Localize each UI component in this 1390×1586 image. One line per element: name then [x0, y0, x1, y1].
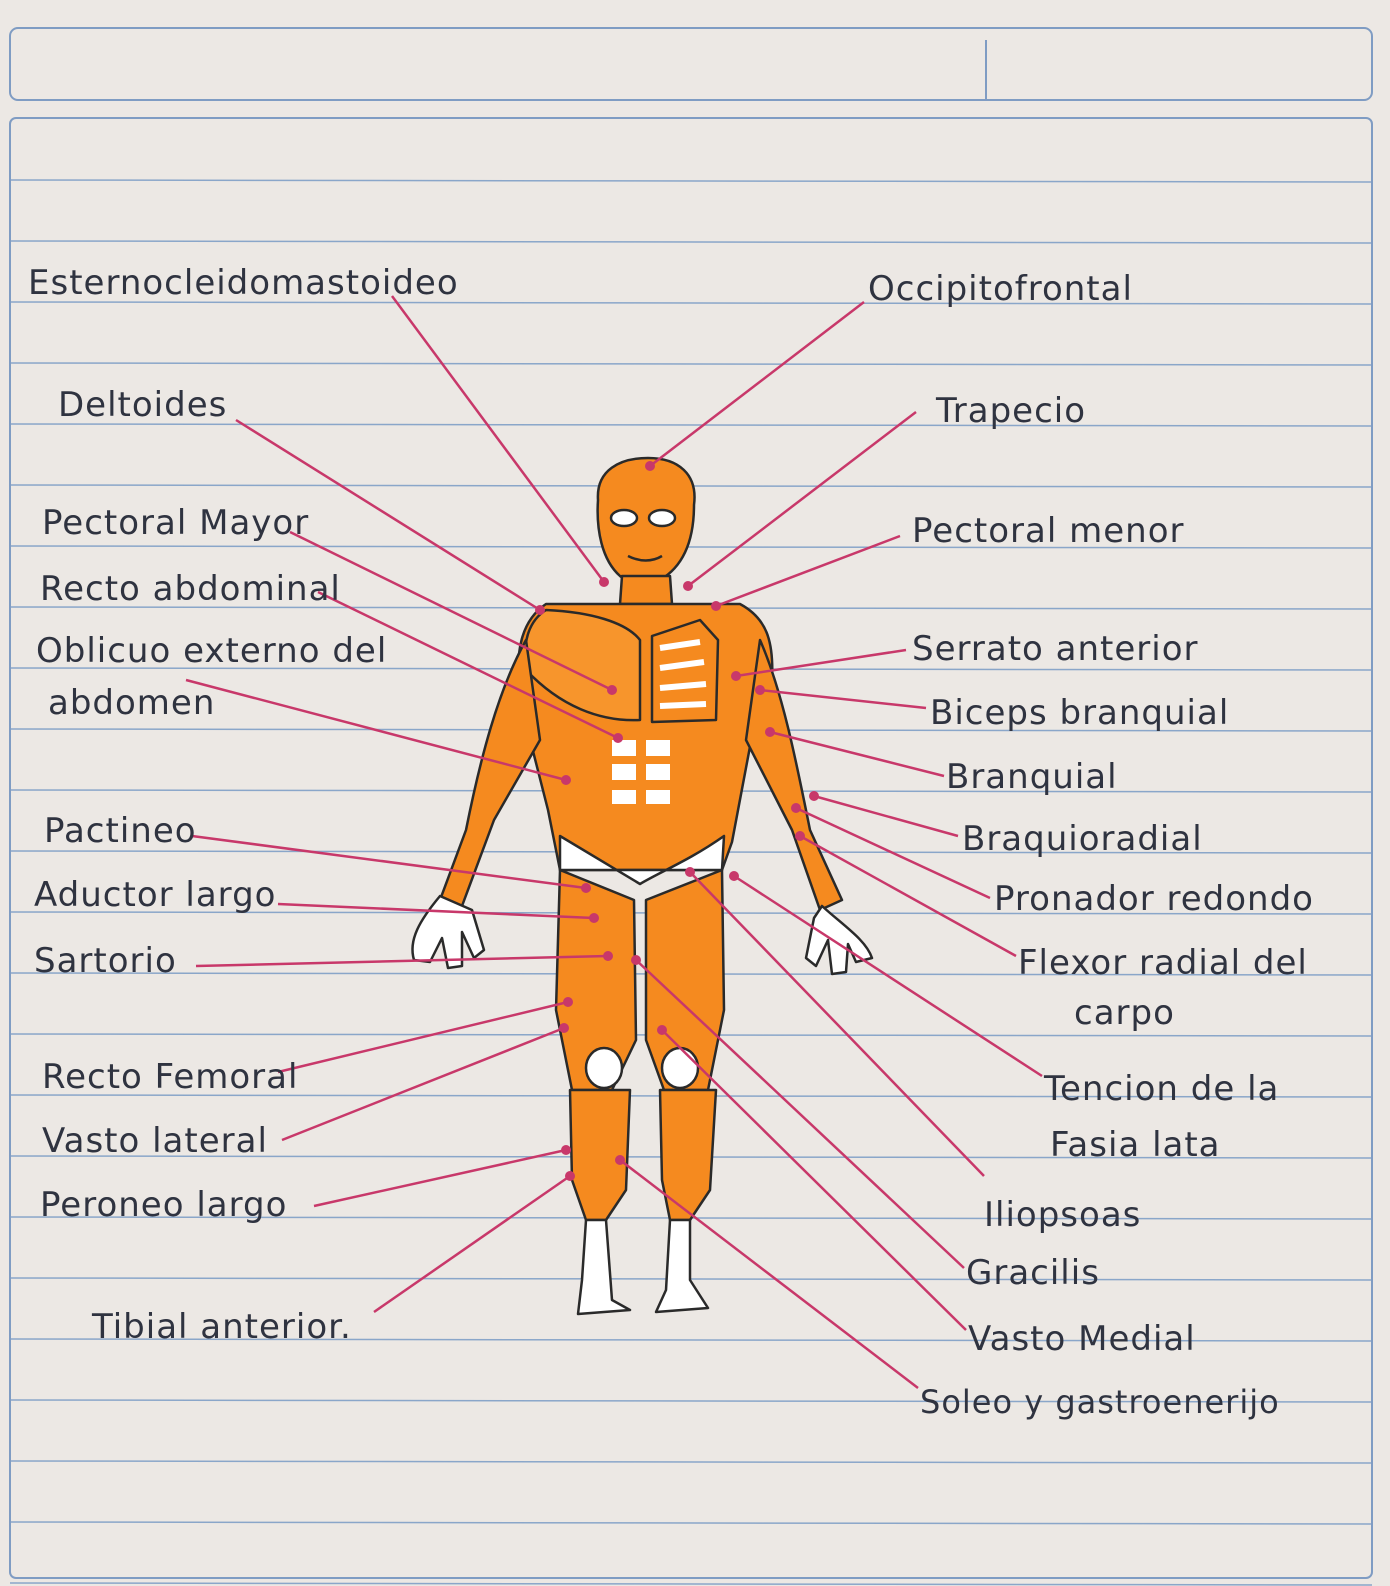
muscle-figure [412, 458, 872, 1314]
label-deltoides: Deltoides [58, 388, 227, 422]
label-soleo-gastrocnemio: Soleo y gastroenerijo [920, 1386, 1280, 1418]
label-aductor-largo: Aductor largo [34, 878, 276, 912]
leader-arrowhead [589, 913, 599, 923]
label-esternocleidomastoideo: Esternocleidomastoideo [28, 266, 459, 300]
leader-line [688, 412, 916, 586]
label-pectoral-menor: Pectoral menor [912, 514, 1184, 548]
leader-arrowhead [581, 883, 591, 893]
rule-line [10, 1522, 1372, 1524]
label-iliopsoas: Iliopsoas [984, 1198, 1141, 1232]
leader-arrowhead [615, 1155, 625, 1165]
leader-line [760, 690, 926, 708]
leader-arrowhead [755, 685, 765, 695]
rule-line [10, 1583, 1372, 1585]
label-serrato-anterior: Serrato anterior [912, 632, 1198, 666]
left-eye [611, 510, 637, 526]
rule-line [10, 1461, 1372, 1463]
right-eye [649, 510, 675, 526]
leader-arrowhead [765, 727, 775, 737]
left-shin [570, 1090, 630, 1220]
leader-line [814, 796, 958, 836]
leader-line [278, 1002, 568, 1072]
label-vasto-medial: Vasto Medial [968, 1322, 1196, 1356]
right-arm [746, 640, 842, 910]
leader-line [314, 1150, 566, 1206]
leader-arrowhead [535, 605, 545, 615]
right-shin [660, 1090, 716, 1220]
label-tibial-anterior: Tibial anterior. [92, 1310, 352, 1344]
label-biceps-branquial: Biceps branquial [930, 696, 1229, 730]
left-knee [586, 1048, 622, 1088]
label-peroneo-largo: Peroneo largo [40, 1188, 287, 1222]
leader-arrowhead [711, 601, 721, 611]
leader-arrowhead [613, 733, 623, 743]
right-hand [806, 906, 872, 974]
leader-arrowhead [561, 1145, 571, 1155]
leader-line [620, 1160, 918, 1388]
leader-arrowhead [645, 461, 655, 471]
rule-line [10, 363, 1372, 365]
left-foot [578, 1220, 630, 1314]
leader-line [196, 956, 608, 966]
label-flexor-line1: Flexor radial del [1018, 946, 1308, 980]
label-occipitofrontal: Occipitofrontal [868, 272, 1133, 306]
leader-arrowhead [729, 871, 739, 881]
leader-arrowhead [561, 775, 571, 785]
label-vasto-lateral: Vasto lateral [42, 1124, 268, 1158]
label-gracilis: Gracilis [966, 1256, 1100, 1290]
right-foot [656, 1220, 708, 1312]
leader-arrowhead [683, 581, 693, 591]
label-pronador-redondo: Pronador redondo [994, 882, 1314, 916]
label-braquioradial: Braquioradial [962, 822, 1203, 856]
label-pactineo: Pactineo [44, 814, 197, 848]
leader-arrowhead [631, 955, 641, 965]
label-recto-abdominal: Recto abdominal [40, 572, 341, 606]
label-flexor-line2: carpo [1074, 996, 1175, 1030]
left-hand [412, 896, 484, 968]
leader-arrowhead [657, 1025, 667, 1035]
leader-arrowhead [599, 577, 609, 587]
label-branquial: Branquial [946, 760, 1118, 794]
neck [620, 576, 672, 604]
leader-line [392, 296, 604, 582]
leader-arrowhead [685, 867, 695, 877]
right-knee [662, 1048, 698, 1088]
leader-line [282, 1028, 564, 1140]
label-tension-line1: Tencion de la [1044, 1072, 1279, 1106]
left-arm [440, 640, 540, 906]
rule-line [10, 241, 1372, 243]
leader-arrowhead [731, 671, 741, 681]
label-recto-femoral: Recto Femoral [42, 1060, 298, 1094]
leader-arrowhead [809, 791, 819, 801]
leader-arrowhead [563, 997, 573, 1007]
leader-arrowhead [791, 803, 801, 813]
leader-arrowhead [559, 1023, 569, 1033]
label-trapecio: Trapecio [936, 394, 1086, 428]
leader-arrowhead [565, 1171, 575, 1181]
leader-arrowhead [603, 951, 613, 961]
leader-arrowhead [795, 831, 805, 841]
label-oblicuo-line1: Oblicuo externo del [36, 634, 387, 668]
label-pectoral-mayor: Pectoral Mayor [42, 506, 309, 540]
leader-line [650, 302, 864, 466]
label-oblicuo-line2: abdomen [48, 686, 215, 720]
leader-line [374, 1176, 570, 1312]
rule-line [10, 180, 1372, 182]
label-sartorio: Sartorio [34, 944, 177, 978]
label-tension-line2: Fasia lata [1050, 1128, 1221, 1162]
header-box [10, 28, 1372, 100]
leader-arrowhead [607, 685, 617, 695]
